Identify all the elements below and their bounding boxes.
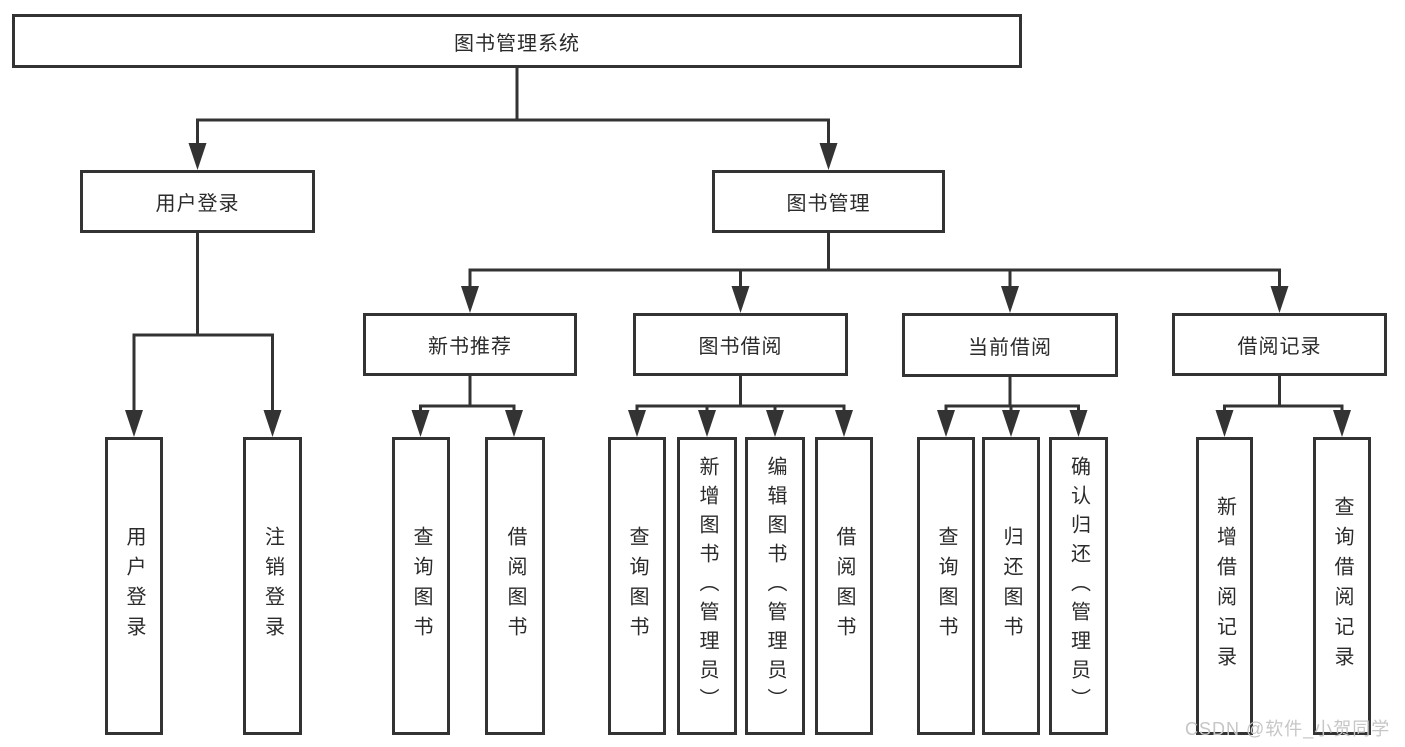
node-current-borrowing: 当前借阅 [902,313,1118,377]
leaf-label: 确认归还（管理员） [1067,455,1090,717]
leaf-label: 查询图书 [410,526,432,646]
leaf-label: 新增图书（管理员） [696,455,718,717]
arrow-down-icon [731,286,750,313]
arrow-down-icon [1069,410,1088,437]
node-borrowing-records: 借阅记录 [1172,313,1387,376]
arrow-down-icon [766,410,784,437]
node-root-library-management-system: 图书管理系统 [12,14,1022,68]
arrow-down-icon [411,410,430,437]
arrow-down-icon [835,410,853,437]
arrow-down-icon [1002,410,1020,437]
arrow-down-icon [628,410,646,437]
arrow-down-icon [461,286,479,313]
leaf-label: 查询图书 [935,526,957,646]
leaf-label: 编辑图书（管理员） [764,455,786,717]
node-book-borrowing: 图书借阅 [633,313,848,376]
leaf-cb-confirm-return-admin: 确认归还（管理员） [1049,437,1108,735]
arrow-down-icon [263,410,282,437]
arrow-down-icon [937,410,955,437]
arrow-down-icon [188,143,207,170]
leaf-bb-borrow-books: 借阅图书 [815,437,873,735]
leaf-nbr-query-books: 查询图书 [392,437,450,735]
leaf-cb-query-books: 查询图书 [917,437,975,735]
leaf-label: 查询借阅记录 [1331,496,1353,676]
leaf-logout: 注销登录 [243,437,302,735]
leaf-label: 注销登录 [261,526,284,646]
csdn-watermark: CSDN @软件_小贺同学 [1185,719,1391,739]
leaf-label: 归还图书 [1000,526,1022,646]
arrow-down-icon [1270,286,1289,313]
leaf-label: 用户登录 [123,526,145,646]
leaf-bb-edit-books-admin: 编辑图书（管理员） [745,437,805,735]
leaf-br-add-borrow-record: 新增借阅记录 [1196,437,1253,735]
arrow-down-icon [1215,410,1234,437]
leaf-label: 新增借阅记录 [1213,496,1236,676]
leaf-bb-query-books: 查询图书 [608,437,666,735]
arrow-down-icon [505,410,523,437]
leaf-br-query-borrow-record: 查询借阅记录 [1313,437,1371,735]
leaf-user-login: 用户登录 [105,437,163,735]
arrow-down-icon [125,410,143,437]
leaf-bb-add-books-admin: 新增图书（管理员） [677,437,737,735]
node-user-login: 用户登录 [80,170,315,233]
leaf-cb-return-books: 归还图书 [982,437,1040,735]
arrow-down-icon [1001,286,1019,313]
arrow-down-icon [819,143,838,170]
leaf-label: 借阅图书 [504,526,526,646]
node-new-book-recommendation: 新书推荐 [363,313,577,376]
arrow-down-icon [1333,410,1351,437]
node-book-management: 图书管理 [712,170,945,233]
arrow-down-icon [698,410,716,437]
leaf-label: 查询图书 [626,526,648,646]
leaf-label: 借阅图书 [833,526,855,646]
leaf-nbr-borrow-books: 借阅图书 [485,437,545,735]
